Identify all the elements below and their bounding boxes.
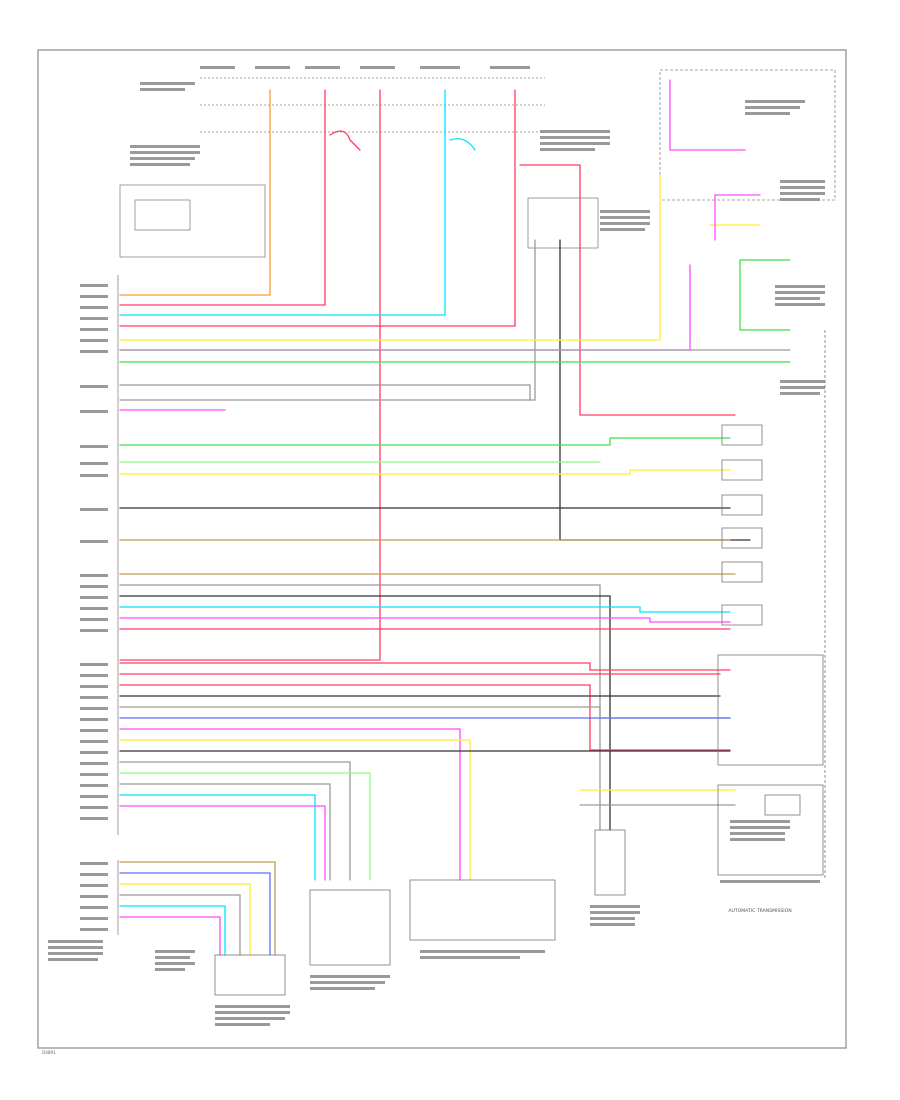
- wire-violet-top: [669, 79, 746, 151]
- input-speed-sensor-box: [214, 954, 286, 996]
- wire-green-top: [739, 259, 791, 331]
- wire-gray-5: [119, 761, 351, 881]
- wire-gray-8: [119, 894, 241, 956]
- wire-yellow-2: [119, 469, 731, 475]
- diagram-title: AUTOMATIC TRANSMISSION: [728, 908, 791, 914]
- transmission-box: [717, 784, 824, 876]
- fluid-temp-box: [764, 794, 801, 816]
- range-switch-box: [717, 654, 824, 766]
- wire-cyan-5: [119, 794, 316, 881]
- shift-solenoid-a-box: [721, 459, 763, 481]
- wire-cyan-6: [119, 905, 226, 956]
- wire-gray-6: [119, 783, 331, 881]
- right-components: [717, 330, 826, 880]
- range-switch-bottom-box: [409, 879, 556, 941]
- fuse-block-top: [119, 69, 836, 258]
- wire-yellow-6: [119, 883, 251, 956]
- wire-violet-6: [119, 916, 221, 956]
- wire-pink-feed-2: [119, 89, 381, 661]
- wire-pink-short: [329, 130, 361, 151]
- wire-lightgreen-5: [119, 772, 371, 881]
- temp-sensor-box: [721, 604, 763, 626]
- wire-gray-2: [119, 384, 531, 401]
- wire-gray-1: [119, 239, 536, 401]
- wire-gray-3: [119, 584, 601, 831]
- pressure-control-box: [721, 561, 763, 583]
- wire-yellow-top: [119, 174, 661, 341]
- wire-gray-4: [119, 706, 731, 719]
- figure-code: D4891: [42, 1050, 56, 1055]
- bottom-labels: [155, 820, 820, 1026]
- tcc-pwm-box: [721, 527, 763, 549]
- wire-tan-3: [119, 861, 276, 956]
- wire-pink-feed-1: [119, 89, 326, 306]
- wire-violet-top-2: [714, 194, 761, 241]
- wires: [119, 79, 791, 956]
- top-labels: [130, 66, 825, 395]
- shift-solenoid-b-box: [721, 494, 763, 516]
- bottom-components: [214, 829, 626, 996]
- wire-cyan-short: [449, 138, 476, 151]
- wire-violet-4: [119, 728, 461, 881]
- wire-cyan-feed: [119, 89, 446, 316]
- wire-pink-4: [119, 662, 731, 671]
- wire-blue-2: [119, 872, 271, 956]
- wire-pink-feed-3: [119, 89, 516, 327]
- tcc-switch-box: [721, 424, 763, 446]
- wire-pink-right: [519, 164, 736, 416]
- wire-violet-3: [119, 617, 731, 623]
- wire-cyan-2: [119, 606, 731, 613]
- pcm-pin-column: [48, 275, 119, 961]
- diagram-frame: [37, 49, 847, 1049]
- tcc-lower-box: [594, 829, 626, 896]
- wire-black-3: [119, 595, 611, 831]
- wire-black-1: [559, 239, 751, 541]
- wire-violet-long: [119, 264, 691, 351]
- wire-orange-feed: [119, 89, 271, 296]
- wire-yellow-4: [119, 739, 471, 881]
- wire-green-2: [119, 437, 731, 446]
- wire-violet-5: [119, 805, 326, 881]
- output-speed-sensor-box: [309, 889, 391, 966]
